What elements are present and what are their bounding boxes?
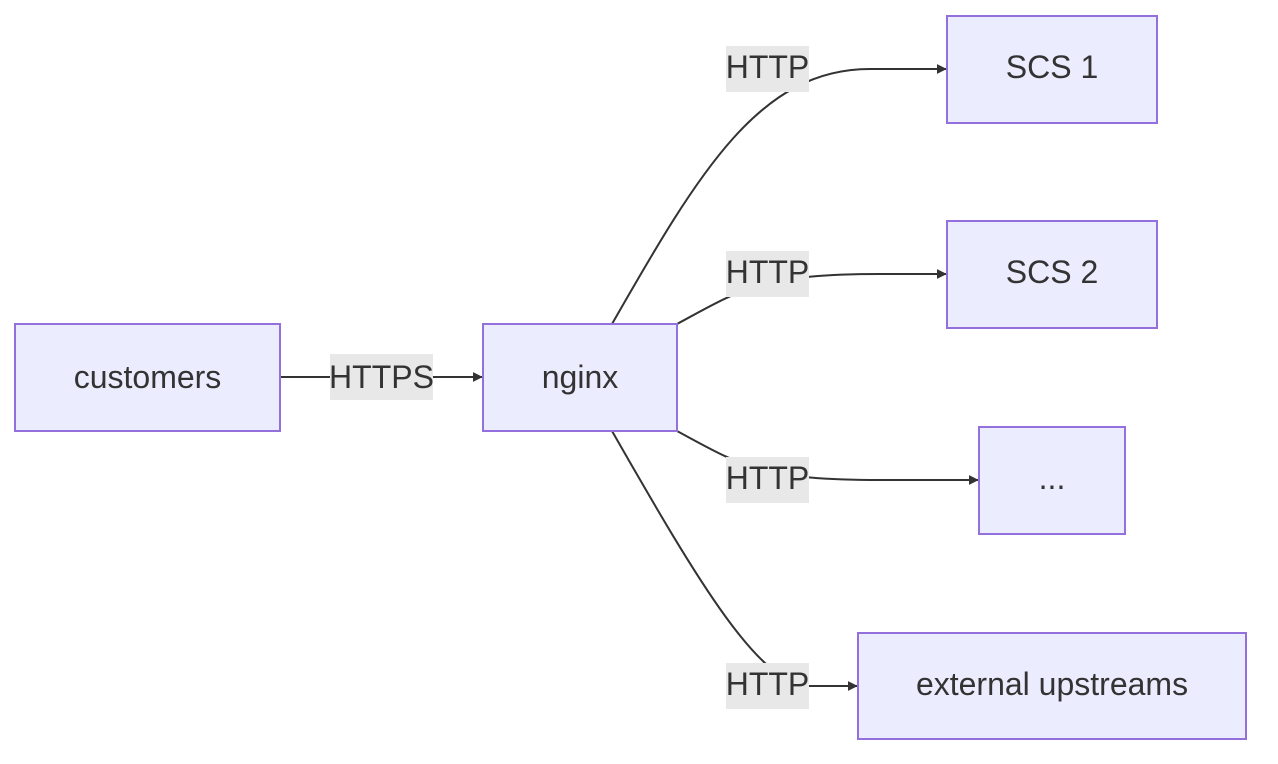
edge-labels: HTTPS HTTP HTTP HTTP HTTP (329, 46, 809, 709)
node-customers: customers (14, 323, 281, 432)
edge-label-nginx-scs1: HTTP (726, 46, 810, 92)
node-customers-label: customers (74, 359, 222, 395)
nodes: customers nginx SCS 1 SCS 2 ... external… (14, 15, 1247, 740)
edge-label-nginx-external: HTTP (726, 663, 810, 709)
node-external-upstreams: external upstreams (857, 632, 1247, 740)
edge-nginx-to-more (676, 430, 979, 485)
node-scs1: SCS 1 (946, 15, 1158, 124)
node-external-upstreams-label: external upstreams (916, 666, 1188, 702)
node-more: ... (978, 426, 1126, 535)
edge-label-https-text: HTTPS (329, 359, 434, 395)
edge-nginx-to-scs1 (611, 64, 947, 325)
edge-nginx-to-scs2 (676, 269, 947, 325)
node-more-label: ... (1039, 460, 1066, 496)
node-scs2: SCS 2 (946, 220, 1158, 329)
node-scs2-label: SCS 2 (1006, 254, 1098, 290)
edge-label-nginx-scs2: HTTP (726, 251, 810, 297)
edge-label-nginx-more: HTTP (726, 457, 810, 503)
edge-label-http-text: HTTP (726, 254, 810, 290)
node-scs1-label: SCS 1 (1006, 49, 1098, 85)
edge-label-customers-nginx: HTTPS (329, 354, 434, 400)
node-nginx-label: nginx (542, 359, 619, 395)
edge-label-http-text: HTTP (726, 49, 810, 85)
edge-label-http-text: HTTP (726, 460, 810, 496)
edge-label-http-text: HTTP (726, 666, 810, 702)
node-nginx: nginx (482, 323, 678, 432)
